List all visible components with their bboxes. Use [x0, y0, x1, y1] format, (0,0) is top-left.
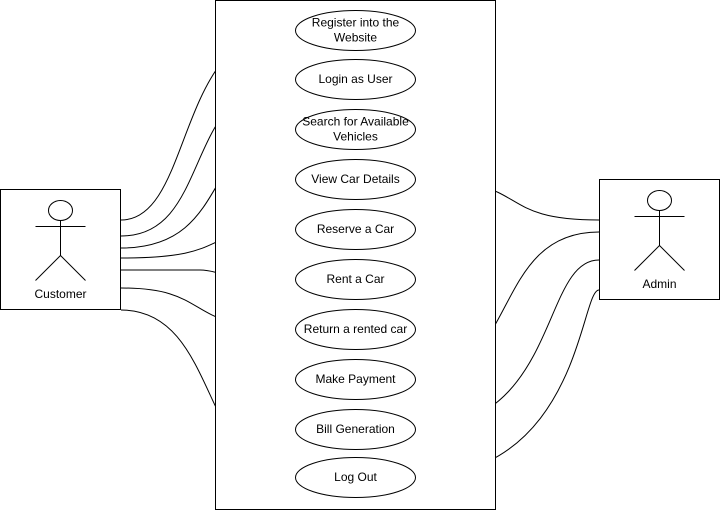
use-case-label: Register into the — [312, 16, 400, 30]
use-case-logout: Log Out — [295, 457, 416, 498]
use-case-ellipse — [295, 10, 416, 51]
use-case-ellipse — [295, 159, 416, 200]
customer-actor: Customer — [0, 189, 121, 310]
use-case-ellipse — [295, 359, 416, 400]
use-case-label: Make Payment — [315, 372, 396, 386]
use-case-rent: Rent a Car — [295, 259, 416, 300]
admin-label: Admin — [642, 277, 676, 291]
use-case-label: Vehicles — [333, 130, 378, 144]
use-case-label: View Car Details — [311, 172, 399, 186]
use-case-label: Log Out — [334, 470, 377, 484]
use-case-bill: Bill Generation — [295, 409, 416, 450]
use-case-ellipse — [295, 209, 416, 250]
use-case-payment: Make Payment — [295, 359, 416, 400]
use-case-label: Website — [334, 31, 377, 45]
use-case-ellipse — [295, 409, 416, 450]
use-case-ellipse — [295, 457, 416, 498]
use-case-reserve: Reserve a Car — [295, 209, 416, 250]
use-case-label: Return a rented car — [304, 322, 407, 336]
customer-stick-figure-icon — [35, 200, 86, 281]
use-case-ellipse — [295, 309, 416, 350]
use-case-label: Search for Available — [302, 115, 409, 129]
use-case-return: Return a rented car — [295, 309, 416, 350]
use-case-label: Bill Generation — [316, 422, 395, 436]
admin-stick-figure-icon — [634, 190, 685, 271]
use-case-ellipse — [295, 109, 416, 150]
use-case-label: Login as User — [318, 72, 392, 86]
admin-actor: Admin — [599, 179, 720, 300]
use-case-label: Reserve a Car — [317, 222, 394, 236]
use-case-login: Login as User — [295, 59, 416, 100]
use-case-ellipse — [295, 259, 416, 300]
use-case-ellipse — [295, 59, 416, 100]
use-case-view: View Car Details — [295, 159, 416, 200]
customer-label: Customer — [34, 287, 86, 301]
use-case-label: Rent a Car — [326, 272, 384, 286]
